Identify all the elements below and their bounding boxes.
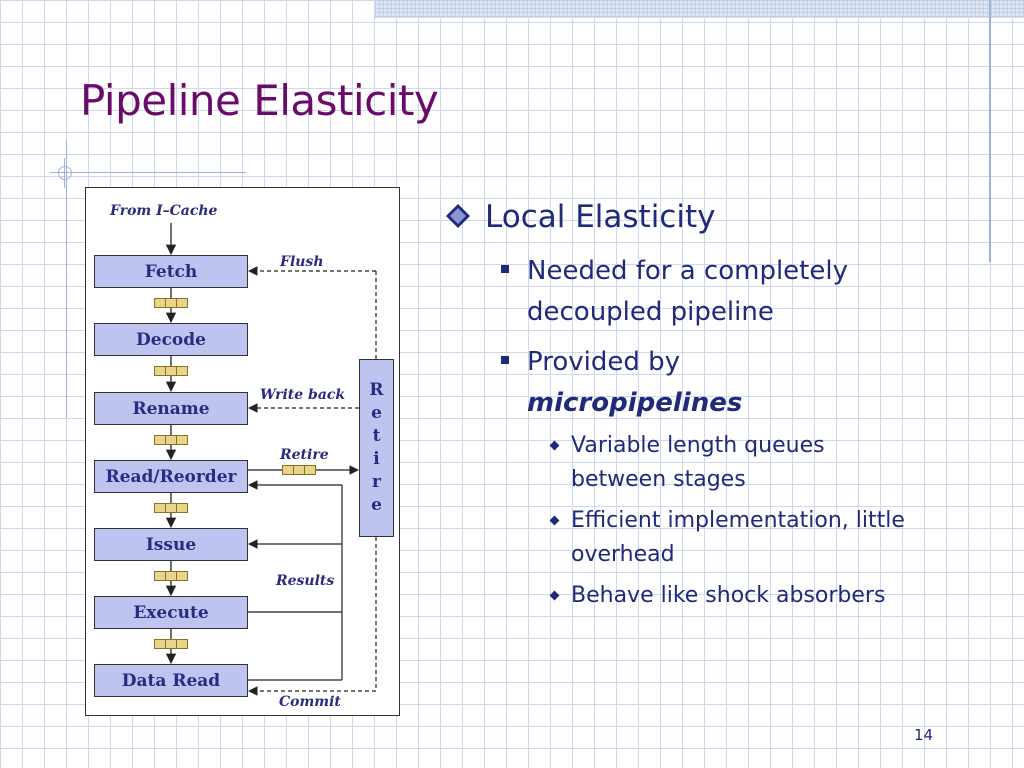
stage-rename: Rename: [94, 392, 248, 425]
queue-decode-rename: [154, 366, 188, 376]
sub-bullet-text: Efficient implementation, little overhea…: [571, 508, 905, 567]
sub-bullet-item: Variable length queues between stages: [549, 429, 951, 497]
sub-bullet-item: Efficient implementation, little overhea…: [549, 504, 951, 572]
retire-unit: R e t i r e: [359, 359, 394, 537]
slide-title: Pipeline Elasticity: [80, 76, 439, 125]
retire-letter: r: [372, 472, 381, 492]
from-icache-label: From I–Cache: [110, 203, 218, 219]
sub-bullet-item: Behave like shock absorbers: [549, 579, 951, 613]
bullet-text: Provided by micropipelines: [527, 342, 742, 424]
header-band: [375, 0, 1024, 18]
left-vertical-rule: [66, 140, 67, 418]
queue-rename-read: [154, 435, 188, 445]
small-diamond-bullet-icon: [549, 590, 560, 601]
small-diamond-bullet-icon: [549, 440, 560, 451]
bullet-text: Needed for a completely decoupled pipeli…: [527, 256, 848, 327]
stage-issue: Issue: [94, 528, 248, 561]
retire-letter: t: [372, 426, 381, 446]
retire-letter: R: [369, 380, 384, 400]
stage-decode: Decode: [94, 323, 248, 356]
square-bullet-icon: [501, 265, 509, 273]
retire-letter: i: [373, 449, 380, 469]
write-back-label: Write back: [260, 387, 346, 403]
micropipelines-emphasis: micropipelines: [527, 388, 743, 418]
right-vertical-rule: [989, 0, 991, 262]
stage-fetch: Fetch: [94, 255, 248, 288]
heading-bullet-item: Local Elasticity: [445, 196, 715, 238]
results-label: Results: [276, 573, 335, 589]
sub-bullet-text: Behave like shock absorbers: [571, 583, 886, 608]
bullet-item: Needed for a completely decoupled pipeli…: [501, 251, 901, 333]
pipeline-diagram: From I–Cache Fetch Decode Rename Read/Re…: [85, 187, 400, 716]
stage-execute: Execute: [94, 596, 248, 629]
queue-issue-execute: [154, 571, 188, 581]
sub-bullet-text: Variable length queues between stages: [571, 433, 825, 492]
commit-label: Commit: [279, 694, 341, 710]
title-underline-rule: [50, 172, 246, 173]
retire-letter: e: [371, 495, 382, 515]
bullet-prefix: Provided by: [527, 347, 681, 377]
diamond-bullet-icon: [446, 204, 470, 228]
queue-read-issue: [154, 503, 188, 513]
heading-local-elasticity: Local Elasticity: [485, 199, 716, 235]
stage-data-read: Data Read: [94, 664, 248, 697]
queue-execute-data-read: [154, 639, 188, 649]
retire-label: Retire: [280, 447, 329, 463]
crosshair-ornament: [50, 158, 80, 188]
queue-fetch-decode: [154, 298, 188, 308]
queue-retire: [282, 465, 316, 475]
stage-read-reorder: Read/Reorder: [94, 460, 248, 493]
retire-letter: e: [371, 403, 382, 423]
flush-label: Flush: [280, 254, 324, 270]
square-bullet-icon: [501, 356, 509, 364]
page-number: 14: [914, 726, 934, 744]
small-diamond-bullet-icon: [549, 515, 560, 526]
bullet-item: Provided by micropipelines: [501, 342, 901, 424]
